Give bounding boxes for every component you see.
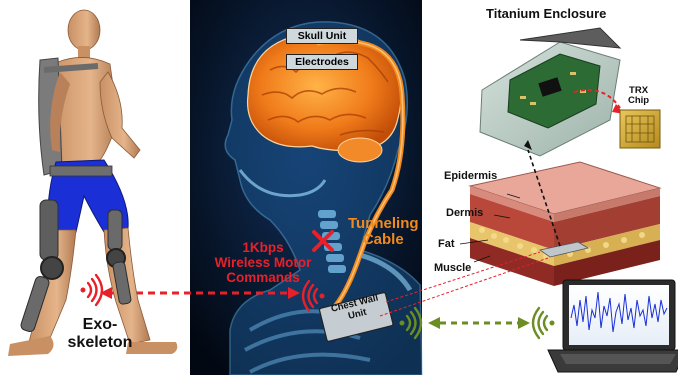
wireless-signal-icon <box>81 275 103 305</box>
exoskeleton-figure <box>8 10 177 356</box>
laptop-image <box>548 280 678 372</box>
tunneling-cable-line2: Cable <box>348 232 419 248</box>
dermis-label: Dermis <box>446 207 483 219</box>
titanium-enclosure-label: Titanium Enclosure <box>486 6 606 21</box>
titanium-enclosure-image <box>480 28 620 156</box>
wireless-signal-icon <box>533 308 555 338</box>
exoskeleton-label: Exo- skeleton <box>60 316 140 352</box>
electrodes-label: Electrodes <box>286 54 358 70</box>
epidermis-label: Epidermis <box>444 170 497 182</box>
tunneling-cable-line1: Tunneling <box>348 216 419 232</box>
trx-chip-label-line2: Chip <box>628 96 649 106</box>
tunneling-cable-label: Tunneling Cable <box>348 216 419 248</box>
exoskeleton-line2: skeleton <box>60 334 140 352</box>
skin-cross-section <box>470 162 660 286</box>
skull-unit-label: Skull Unit <box>286 28 358 44</box>
wireless-commands-line3: Commands <box>198 270 328 285</box>
wireless-commands-line1: 1Kbps <box>198 240 328 255</box>
trx-chip-image <box>620 110 660 148</box>
wireless-commands-label: 1Kbps Wireless Motor Commands <box>198 240 328 285</box>
muscle-label: Muscle <box>434 262 471 274</box>
fat-label: Fat <box>438 238 455 250</box>
wireless-commands-line2: Wireless Motor <box>198 255 328 270</box>
trx-chip-label: TRX Chip <box>628 86 649 106</box>
green-dashed-link <box>428 317 530 329</box>
exoskeleton-line1: Exo- <box>60 316 140 334</box>
